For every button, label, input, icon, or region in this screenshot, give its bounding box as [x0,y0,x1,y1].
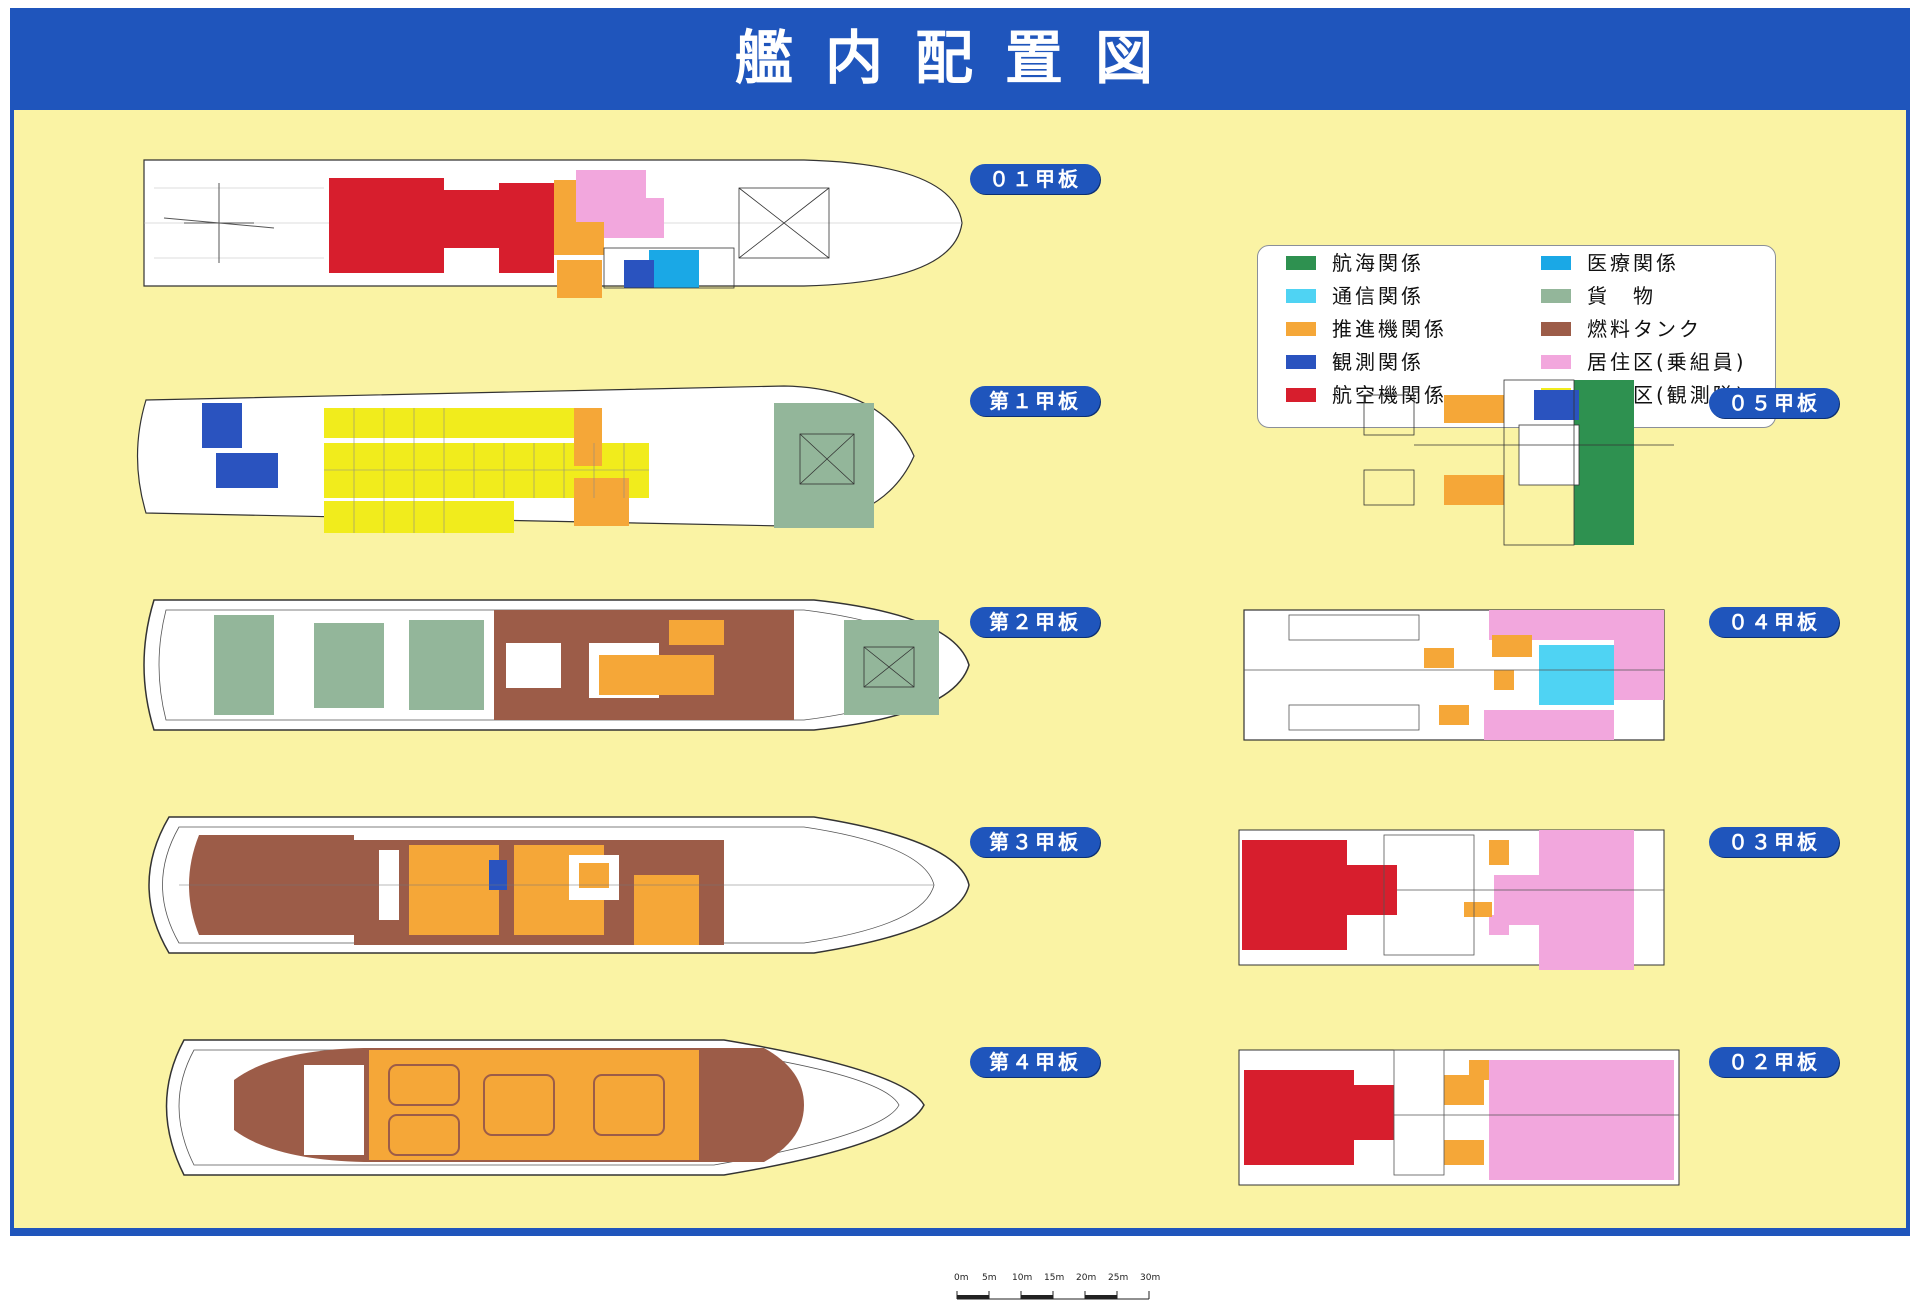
scale-tick-label: 20m [1076,1273,1097,1283]
deck-plan-02 [1238,1049,1680,1186]
legend-swatch [1541,321,1571,336]
deck-label-1: 第１甲板 [970,386,1100,416]
legend-item-observation: 観測関係 [1286,347,1424,377]
page-title: 艦内配置図 [734,24,1185,92]
legend-item-propulsion: 推進機関係 [1286,314,1447,344]
legend-item-communication: 通信関係 [1286,281,1424,311]
legend-swatch [1286,321,1316,336]
deck-plan-01 [143,159,963,298]
deck-plan-03 [1238,829,1665,970]
deck-plan-2 [143,599,970,731]
deck-plan-1 [136,385,915,533]
legend-swatch [1541,354,1571,369]
scale-tick-label: 30m [1140,1273,1161,1283]
deck-label-02: ０２甲板 [1709,1047,1839,1077]
legend-swatch [1541,288,1571,303]
legend-swatch [1286,354,1316,369]
scale-tick-label: 5m [982,1273,997,1283]
scale-tick-label: 25m [1108,1273,1129,1283]
deck-plan-04 [1243,609,1665,741]
scale-tick-label: 0m [954,1273,969,1283]
deck-label-3: 第３甲板 [970,827,1100,857]
layout-sheet: 艦内配置図 航海関係 医療関係 通信関係 貨 物 推進機関係 燃料タンク 観測関… [10,8,1910,1300]
scale-bar: 0m 5m 10m 15m 20m 25m 30m [954,1273,1164,1313]
legend-swatch [1541,255,1571,270]
deck-label-03: ０３甲板 [1709,827,1839,857]
deck-label-04: ０４甲板 [1709,607,1839,637]
legend-item-fuel-tank: 燃料タンク [1541,314,1702,344]
deck-label-2: 第２甲板 [970,607,1100,637]
legend: 航海関係 医療関係 通信関係 貨 物 推進機関係 燃料タンク 観測関係 居住区(… [1257,245,1776,428]
deck-plan-05 [1363,379,1674,546]
legend-item-crew-quarters: 居住区(乗組員) [1541,347,1747,377]
legend-item-cargo: 貨 物 [1541,281,1656,311]
legend-swatch [1286,255,1316,270]
plan-panel: 航海関係 医療関係 通信関係 貨 物 推進機関係 燃料タンク 観測関係 居住区(… [14,110,1906,1300]
deck-label-4: 第４甲板 [970,1047,1100,1077]
scale-graphic [956,1291,1150,1300]
scale-tick-label: 10m [1012,1273,1033,1283]
scale-tick-label: 15m [1044,1273,1065,1283]
legend-item-navigation: 航海関係 [1286,248,1424,278]
deck-plan-3 [148,816,970,954]
deck-label-01: ０１甲板 [970,164,1100,194]
legend-swatch [1286,387,1316,402]
legend-item-medical: 医療関係 [1541,248,1679,278]
legend-swatch [1286,288,1316,303]
deck-label-05: ０５甲板 [1709,388,1839,418]
deck-plan-4 [165,1039,925,1176]
